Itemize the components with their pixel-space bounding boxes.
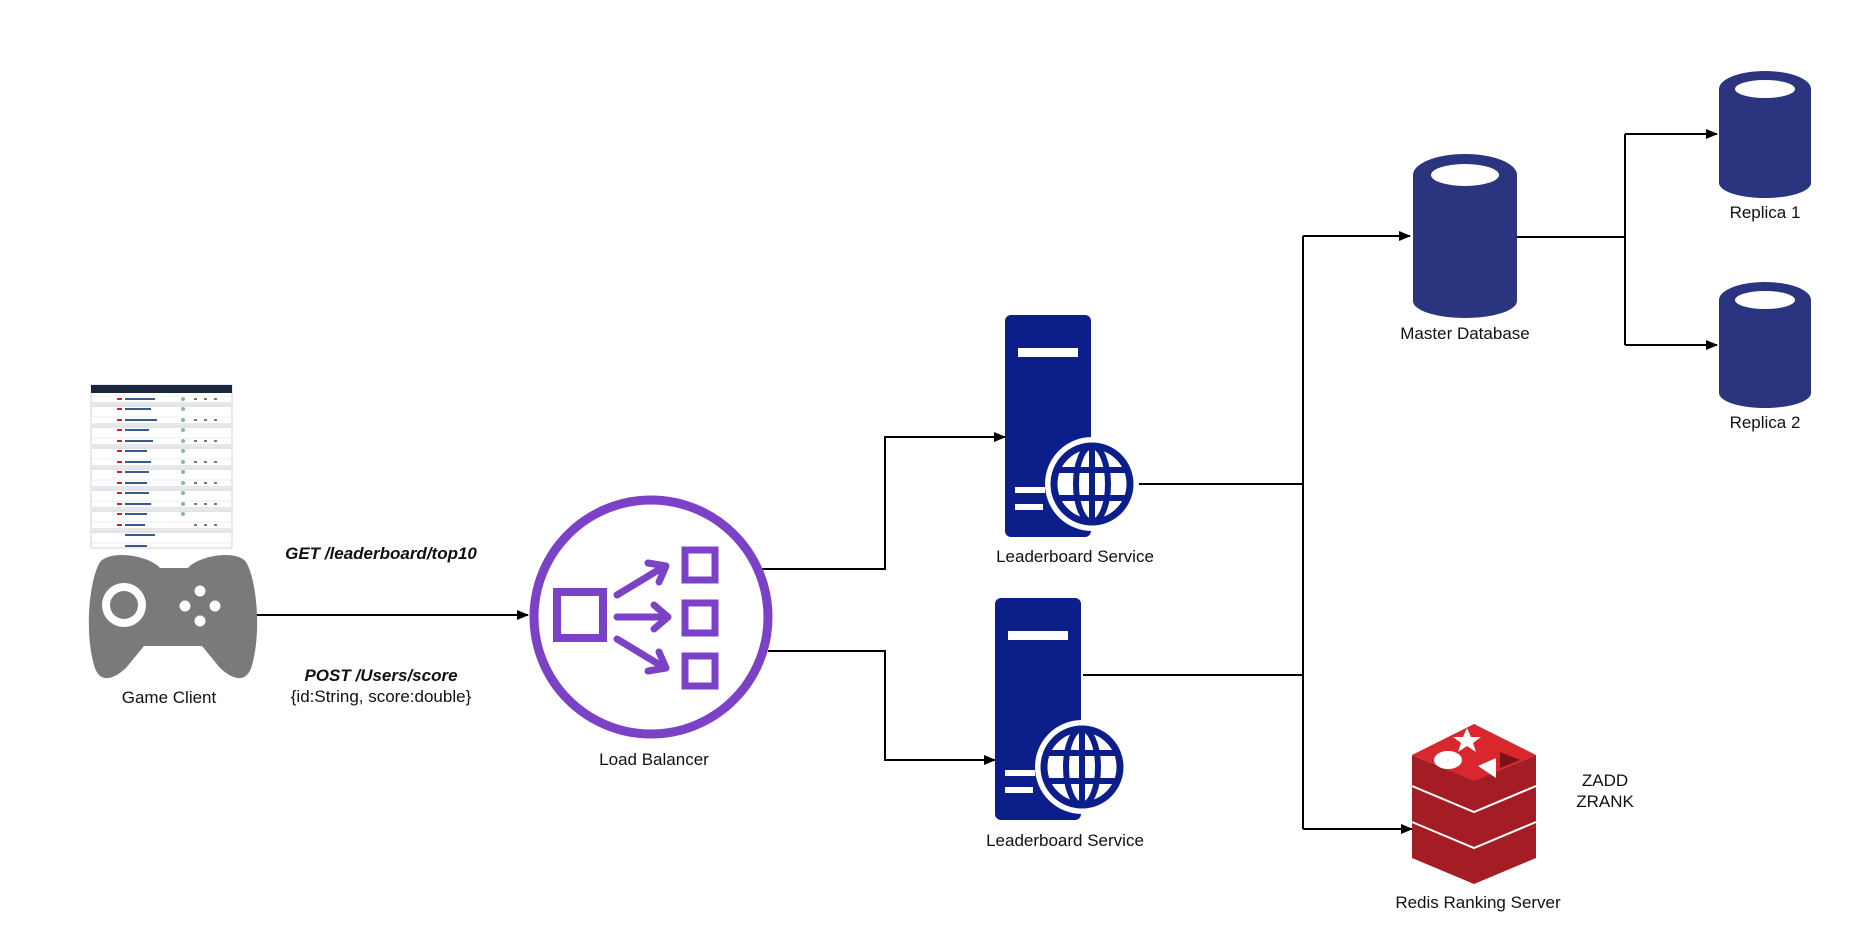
replica-2-database-icon <box>1719 282 1811 408</box>
master-database-label: Master Database <box>1400 324 1530 343</box>
redis-icon <box>1411 724 1537 884</box>
load-balancer-icon <box>529 495 773 739</box>
replica-2-label: Replica 2 <box>1729 413 1801 432</box>
post-endpoint-text: POST /Users/score <box>304 666 458 685</box>
gamepad-icon <box>88 555 258 679</box>
post-endpoint-label: POST /Users/score <box>304 666 457 686</box>
get-endpoint-label: GET /leaderboard/top10 <box>285 544 477 564</box>
service-2-label: Leaderboard Service <box>986 831 1144 850</box>
leaderboard-table-thumbnail <box>90 384 233 549</box>
game-client-label: Game Client <box>121 688 217 707</box>
connectors <box>243 129 1718 834</box>
redis-label: Redis Ranking Server <box>1395 893 1561 912</box>
replica-1-label: Replica 1 <box>1729 203 1801 222</box>
get-endpoint-text: GET /leaderboard/top10 <box>285 544 477 563</box>
web-server-icon-2 <box>995 598 1129 820</box>
edge-lb-to-service-1 <box>762 432 1006 570</box>
master-database-icon <box>1413 154 1517 318</box>
service-1-label: Leaderboard Service <box>996 547 1154 566</box>
edge-lb-to-service-2 <box>768 650 996 765</box>
web-server-icon-1 <box>1005 315 1139 537</box>
redis-command-zadd: ZADD <box>1581 771 1629 790</box>
redis-command-zrank: ZRANK <box>1576 792 1634 811</box>
load-balancer-label: Load Balancer <box>599 750 709 769</box>
post-body-label: {id:String, score:double} <box>290 687 472 706</box>
replica-1-database-icon <box>1719 71 1811 198</box>
